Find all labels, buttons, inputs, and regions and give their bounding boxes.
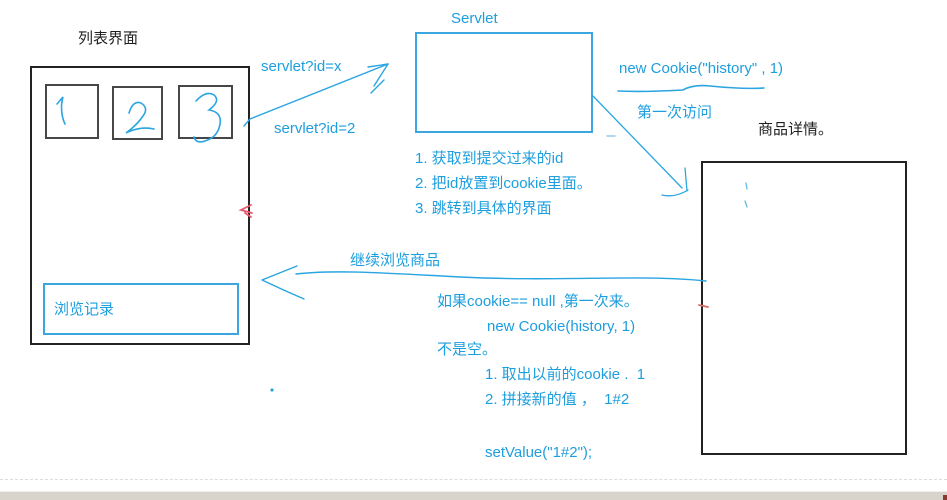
stray-blue-dot <box>270 388 274 392</box>
product-panel-title: 商品详情。 <box>758 121 834 138</box>
request-id-2-label: servlet?id=2 <box>274 120 356 137</box>
first-visit-label: 第一次访问 <box>637 104 713 121</box>
servlet-step-3: 3. 跳转到具体的界面 <box>415 200 552 217</box>
scrollbar-grip[interactable] <box>943 495 947 500</box>
arrow-continue-head <box>261 265 305 300</box>
take-old-cookie-note: 1. 取出以前的cookie . 1 <box>485 366 646 383</box>
canvas-edge-dashes <box>0 479 947 480</box>
bottom-scrollbar[interactable] <box>0 491 947 500</box>
concat-value-note: 2. 拼接新的值 ， 1#2 <box>485 391 630 408</box>
product-panel <box>701 161 907 455</box>
arrow-continue-shaft <box>295 271 707 282</box>
cookie-code-underline <box>617 84 765 93</box>
continue-browse-label: 继续浏览商品 <box>350 252 441 269</box>
list-item-box-1 <box>45 84 99 139</box>
servlet-title: Servlet <box>451 10 498 27</box>
servlet-box <box>415 32 593 133</box>
list-item-box-2 <box>112 86 163 140</box>
setvalue-code: setValue("1#2"); <box>485 444 593 461</box>
history-box-label: 浏览记录 <box>54 301 115 318</box>
history-box <box>43 283 239 335</box>
arrow-request-head <box>367 63 389 94</box>
list-item-box-3 <box>178 85 233 139</box>
not-empty-note: 不是空。 <box>437 341 498 358</box>
request-id-x-label: servlet?id=x <box>261 58 342 75</box>
servlet-step-2: 2. 把id放置到cookie里面。 <box>415 175 592 192</box>
cookie-null-note: 如果cookie== null ,第一次来。 <box>437 293 639 310</box>
arrow-redirect-head <box>661 167 689 197</box>
new-cookie-history-note: new Cookie(history, 1) <box>487 318 636 335</box>
list-panel-title: 列表界面 <box>78 30 139 47</box>
new-cookie-code: new Cookie("history" , 1) <box>619 60 784 77</box>
servlet-step-1: 1. 获取到提交过来的id <box>415 150 564 167</box>
